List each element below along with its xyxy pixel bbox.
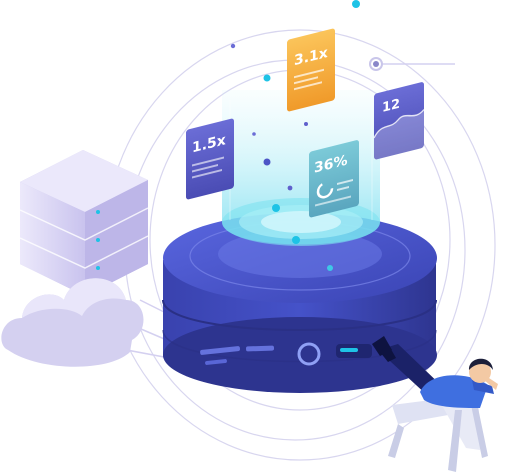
metric-card-center: 36% xyxy=(309,140,359,218)
cloud-icon xyxy=(1,278,144,367)
platform-dial xyxy=(297,342,321,366)
person-figure xyxy=(372,336,498,408)
metric-card-right-label: 12 xyxy=(382,97,400,116)
server-led-1 xyxy=(96,210,100,214)
metric-card-right: 12 xyxy=(373,82,425,160)
server-stack xyxy=(19,150,149,296)
server-led-2 xyxy=(96,238,100,242)
metric-card-top: 3.1x xyxy=(287,28,335,112)
server-platform xyxy=(162,213,437,393)
metric-card-left: 1.5x xyxy=(186,118,234,200)
server-led-3 xyxy=(96,266,100,270)
progress-ring-icon xyxy=(316,181,334,199)
trend-chart-icon xyxy=(374,109,424,160)
